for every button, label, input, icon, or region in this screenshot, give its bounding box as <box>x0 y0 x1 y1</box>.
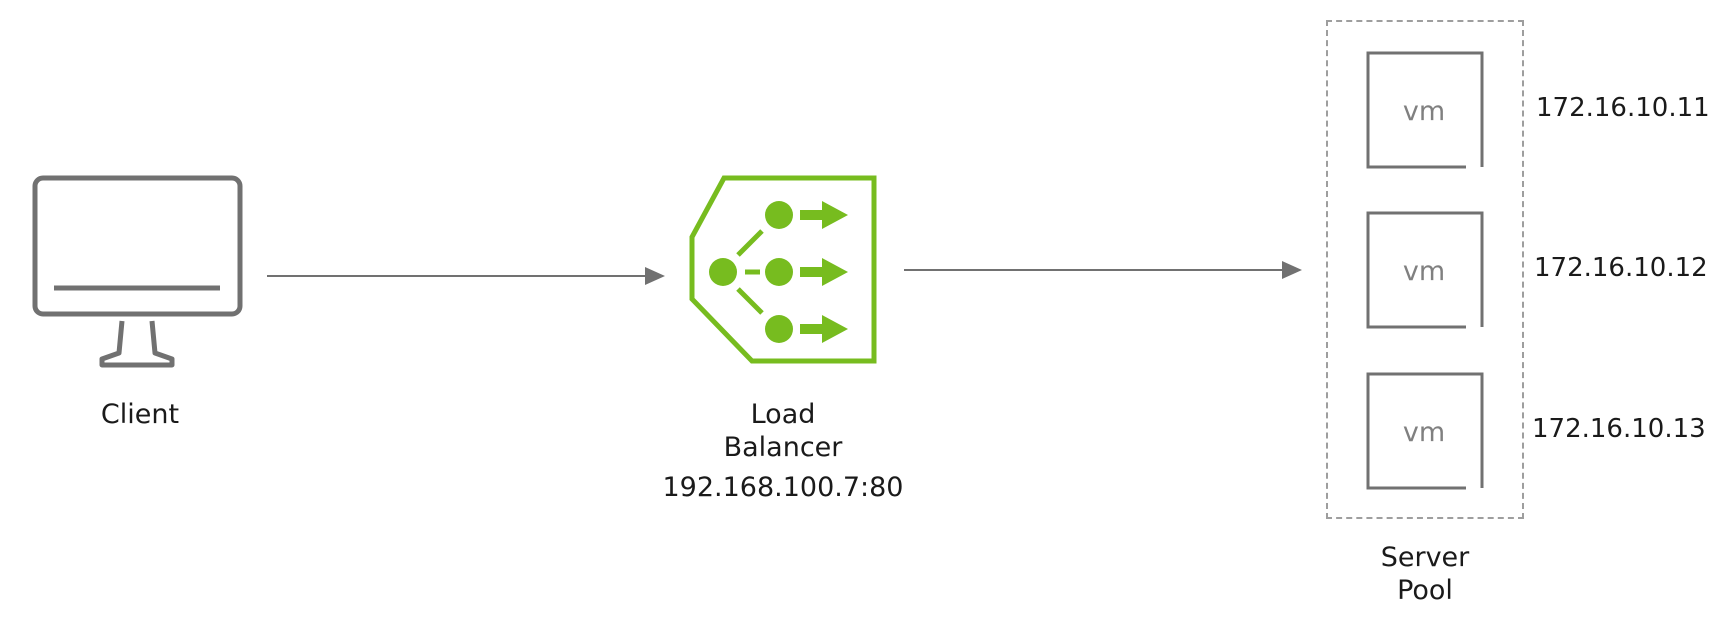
vm-ip-address: 172.16.10.13 <box>1532 414 1706 444</box>
load-balancer-icon <box>689 175 877 364</box>
arrow-lb-to-pool <box>904 261 1302 279</box>
arrow-client-to-lb <box>267 267 665 285</box>
server-pool-label-line1: Server <box>1380 542 1470 573</box>
vm-icon: vm <box>1366 211 1484 329</box>
vm-label: vm <box>1403 417 1445 448</box>
server-pool-label-line2: Pool <box>1397 575 1453 606</box>
monitor-icon <box>32 175 243 368</box>
vm-label: vm <box>1403 96 1445 127</box>
load-balancer-address: 192.168.100.7:80 <box>662 472 904 503</box>
vm-ip-address: 172.16.10.12 <box>1534 253 1708 283</box>
vm-label: vm <box>1403 256 1445 287</box>
vm-icon: vm <box>1366 51 1484 169</box>
load-balancer-label-line2: Balancer <box>723 432 843 463</box>
vm-ip-address: 172.16.10.11 <box>1536 93 1710 123</box>
server-pool-box <box>1326 20 1524 519</box>
vm-icon: vm <box>1366 372 1484 490</box>
client-label: Client <box>100 399 180 430</box>
load-balancer-label-line1: Load <box>750 399 816 430</box>
